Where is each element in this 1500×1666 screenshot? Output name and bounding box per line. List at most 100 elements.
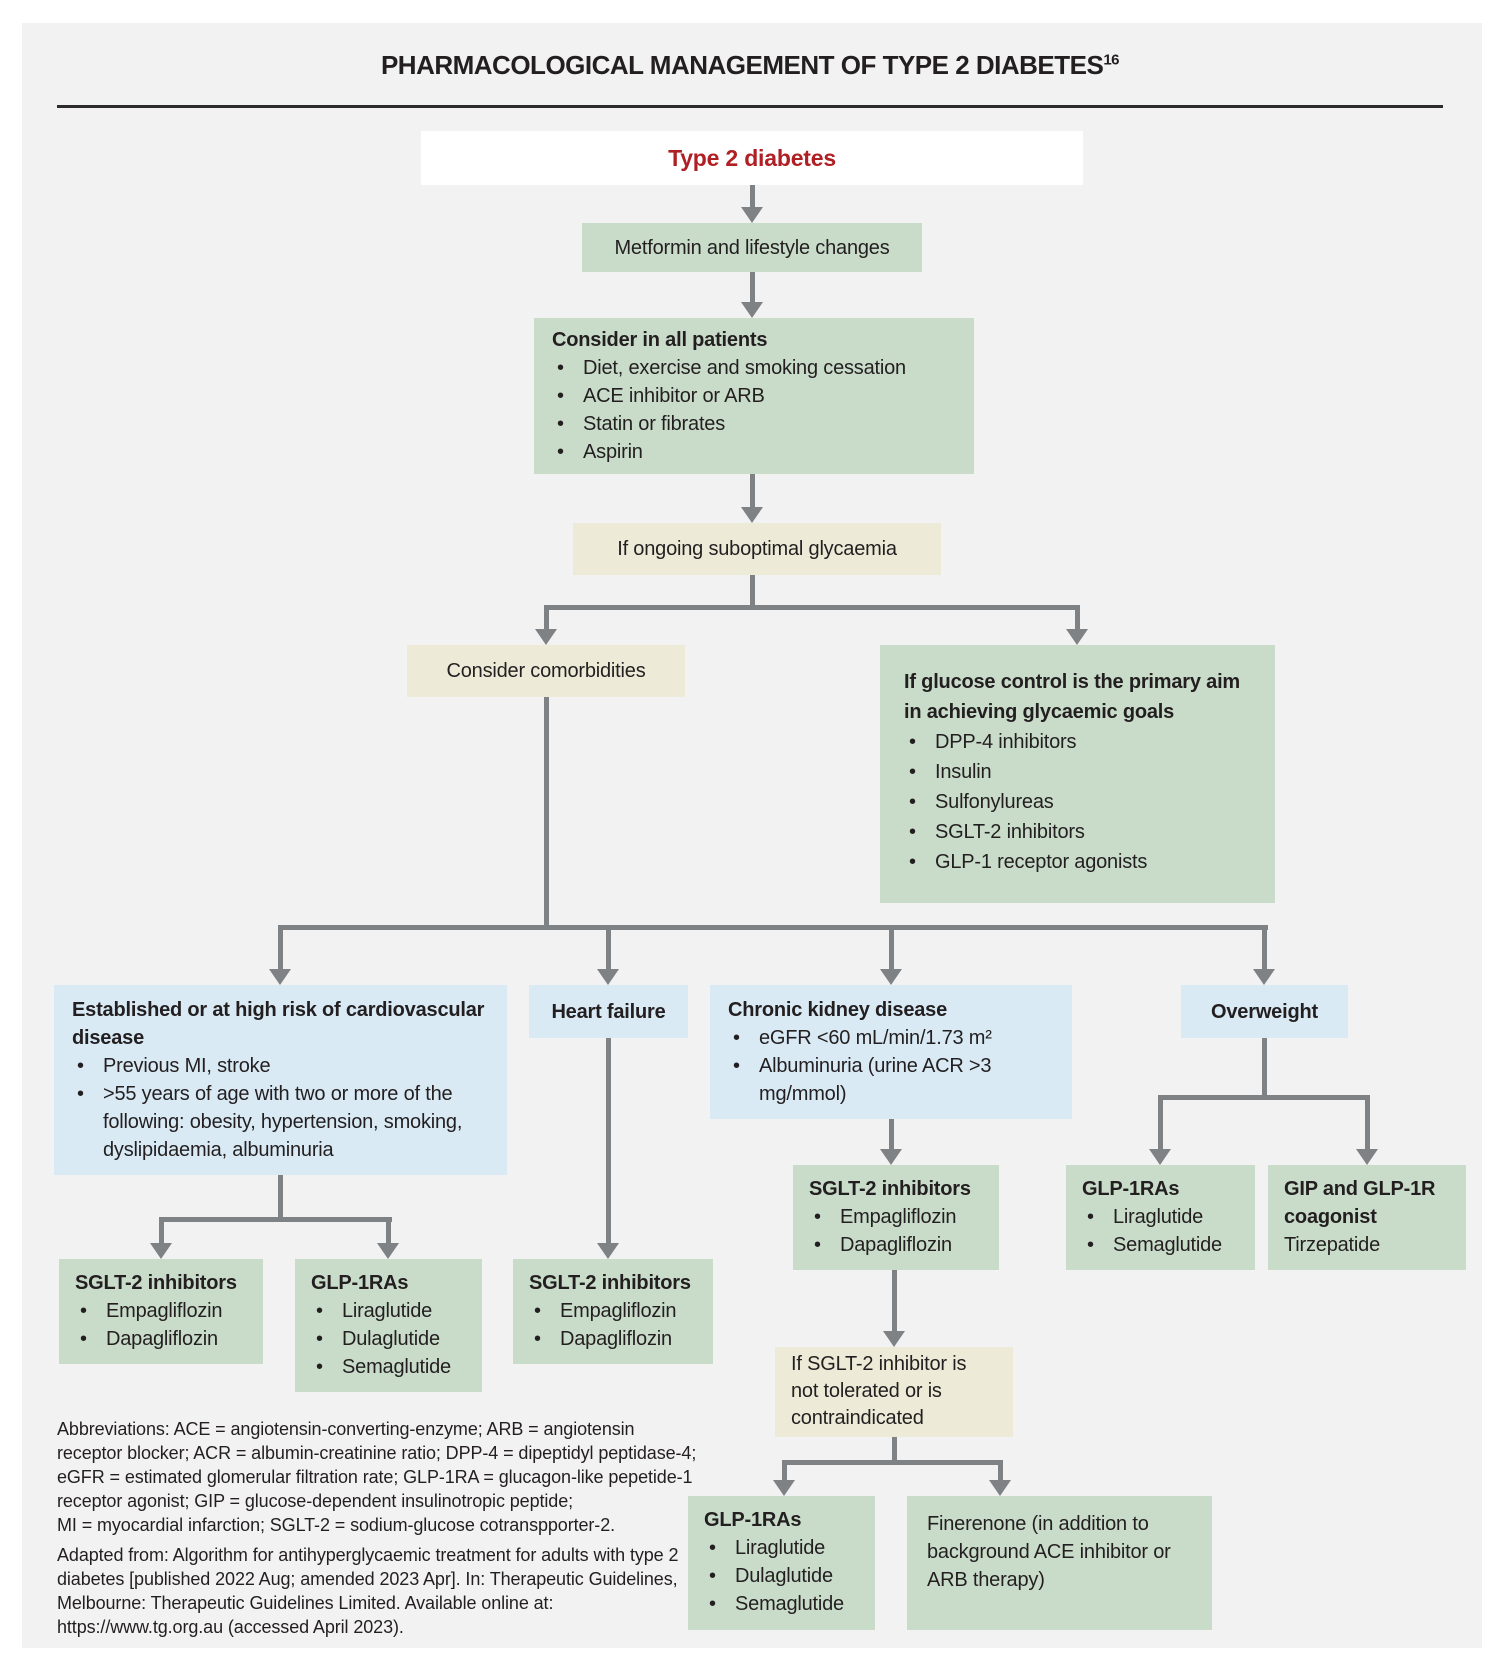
bullet-text: Aspirin xyxy=(583,441,643,463)
bullet-item: • Liraglutide xyxy=(1082,1203,1239,1231)
node-glucose-primary-aim: If glucose control is the primary aim in… xyxy=(880,645,1275,903)
note-line: MI = myocardial infarction; SGLT-2 = sod… xyxy=(57,1515,616,1535)
node-glp1ras-overweight: GLP-1RAs •Liraglutide•Semaglutide xyxy=(1066,1165,1255,1270)
bullet-dot-icon: • xyxy=(909,791,916,813)
bullet-text: Liraglutide xyxy=(735,1537,826,1559)
connector-line xyxy=(1075,605,1080,631)
bullet-dot-icon: • xyxy=(316,1300,323,1322)
note-line: receptor agonist; GIP = glucose-dependen… xyxy=(57,1491,574,1511)
bullet-dot-icon: • xyxy=(1087,1234,1094,1256)
bullet-item: •Dapagliflozin xyxy=(75,1325,247,1353)
bullet-dot-icon: • xyxy=(557,357,564,379)
connector-line xyxy=(159,1217,392,1222)
bullet-dot-icon: • xyxy=(77,1055,84,1077)
node-overweight: Overweight xyxy=(1181,985,1348,1038)
connector-line xyxy=(544,697,549,927)
connector-line xyxy=(892,1437,897,1462)
node-title: SGLT-2 inhibitors xyxy=(75,1272,237,1294)
node-title: GLP-1RAs xyxy=(311,1272,409,1294)
abbreviations-note: Abbreviations: ACE = angiotensin-convert… xyxy=(57,1417,717,1537)
connector-line xyxy=(750,185,755,207)
arrow-down-icon xyxy=(597,1243,619,1259)
title-divider xyxy=(57,105,1443,108)
bullet-text: Insulin xyxy=(935,761,992,783)
bullet-text: >55 years of age with two or more of the… xyxy=(103,1083,463,1161)
bullet-text: Liraglutide xyxy=(1113,1206,1204,1228)
node-label: If ongoing suboptimal glycaemia xyxy=(617,538,897,560)
node-label: Consider comorbidities xyxy=(446,660,646,682)
connector-line xyxy=(782,1460,787,1480)
bullet-dot-icon: • xyxy=(316,1356,323,1378)
node-sglt2-inhibitors-cvd: SGLT-2 inhibitors •Empagliflozin•Dapagli… xyxy=(59,1259,263,1364)
arrow-down-icon xyxy=(741,302,763,318)
connector-line xyxy=(889,1119,894,1149)
bullet-item: •Sulfonylureas xyxy=(904,787,1251,817)
node-bullets: •Diet, exercise and smoking cessation•AC… xyxy=(552,354,956,466)
bullet-item: • Liraglutide xyxy=(311,1297,466,1325)
bullet-text: Empagliflozin xyxy=(840,1206,957,1228)
arrow-down-icon xyxy=(1066,629,1088,645)
note-line: receptor blocker; ACR = albumin-creatini… xyxy=(57,1443,697,1463)
connector-line xyxy=(750,575,755,607)
connector-line xyxy=(544,605,1079,610)
bullet-dot-icon: • xyxy=(557,441,564,463)
bullet-dot-icon: • xyxy=(534,1300,541,1322)
connector-line xyxy=(544,605,549,631)
arrow-down-icon xyxy=(741,207,763,223)
bullet-text: SGLT-2 inhibitors xyxy=(935,821,1085,843)
node-glp1ras-ckd-alternative: GLP-1RAs •Liraglutide•Dulaglutide•Semagl… xyxy=(688,1496,875,1630)
connector-line xyxy=(750,474,755,507)
bullet-dot-icon: • xyxy=(534,1328,541,1350)
node-title: GLP-1RAs xyxy=(704,1509,802,1531)
connector-line xyxy=(1262,1038,1267,1097)
node-consider-comorbidities: Consider comorbidities xyxy=(407,645,685,697)
node-title: GLP-1RAs xyxy=(1082,1178,1180,1200)
node-bullets: • Liraglutide •Dulaglutide•Semaglutide xyxy=(311,1297,466,1381)
node-sglt2-inhibitors-heart-failure: SGLT-2 inhibitors •Empagliflozin•Dapagli… xyxy=(513,1259,713,1364)
bullet-dot-icon: • xyxy=(1087,1206,1094,1228)
node-label: Type 2 diabetes xyxy=(668,145,836,171)
bullet-item: •Semaglutide xyxy=(311,1353,466,1381)
bullet-dot-icon: • xyxy=(80,1300,87,1322)
note-line: eGFR = estimated glomerular filtration r… xyxy=(57,1467,693,1487)
bullet-text: eGFR <60 mL/min/1.73 m² xyxy=(759,1027,992,1049)
node-metformin-lifestyle: Metformin and lifestyle changes xyxy=(582,223,922,272)
bullet-item: •Empagliflozin xyxy=(75,1297,247,1325)
bullet-item: •eGFR <60 mL/min/1.73 m² xyxy=(728,1024,1054,1052)
bullet-dot-icon: • xyxy=(709,1565,716,1587)
bullet-dot-icon: • xyxy=(557,413,564,435)
node-bullets: •Empagliflozin•Dapagliflozin xyxy=(75,1297,247,1353)
connector-line xyxy=(889,925,894,969)
bullet-text: GLP-1 receptor agonists xyxy=(935,851,1148,873)
note-line: diabetes [published 2022 Aug; amended 20… xyxy=(57,1569,678,1589)
arrow-down-icon xyxy=(880,1149,902,1165)
bullet-text: Dapagliflozin xyxy=(560,1328,672,1350)
node-bullets: • Previous MI, stroke • >55 years of age wi… xyxy=(72,1052,489,1164)
bullet-item: •ACE inhibitor or ARB xyxy=(552,382,956,410)
bullet-item: •Dulaglutide xyxy=(311,1325,466,1353)
bullet-text: Liraglutide xyxy=(342,1300,433,1322)
arrow-down-icon xyxy=(535,629,557,645)
bullet-text: Statin or fibrates xyxy=(583,413,726,435)
arrow-down-icon xyxy=(880,969,902,985)
node-gip-glp1r-coagonist: GIP and GLP-1R coagonist Tirzepatide xyxy=(1268,1165,1466,1270)
bullet-text: Previous MI, stroke xyxy=(103,1055,271,1077)
arrow-down-icon xyxy=(1253,969,1275,985)
connector-line xyxy=(159,1217,164,1243)
arrow-down-icon xyxy=(989,1480,1011,1496)
node-title: If glucose control is the primary aim in… xyxy=(904,671,1241,723)
page-title-reference: 16 xyxy=(1103,51,1120,69)
node-title: SGLT-2 inhibitors xyxy=(809,1178,971,1200)
node-cardiovascular-disease: Established or at high risk of cardiovas… xyxy=(54,985,507,1175)
connector-line xyxy=(278,1175,283,1219)
bullet-dot-icon: • xyxy=(77,1083,84,1105)
bullet-item: •Semaglutide xyxy=(704,1590,859,1618)
bullet-text: Semaglutide xyxy=(735,1593,844,1615)
node-finerenone: Finerenone (in addition to background AC… xyxy=(907,1496,1212,1630)
node-bullets: •eGFR <60 mL/min/1.73 m²•Albuminuria (ur… xyxy=(728,1024,1054,1108)
node-title: SGLT-2 inhibitors xyxy=(529,1272,691,1294)
note-line: Melbourne: Therapeutic Guidelines Limite… xyxy=(57,1593,554,1613)
node-title: Consider in all patients xyxy=(552,329,768,351)
bullet-item: •Liraglutide xyxy=(704,1534,859,1562)
arrow-down-icon xyxy=(741,507,763,523)
